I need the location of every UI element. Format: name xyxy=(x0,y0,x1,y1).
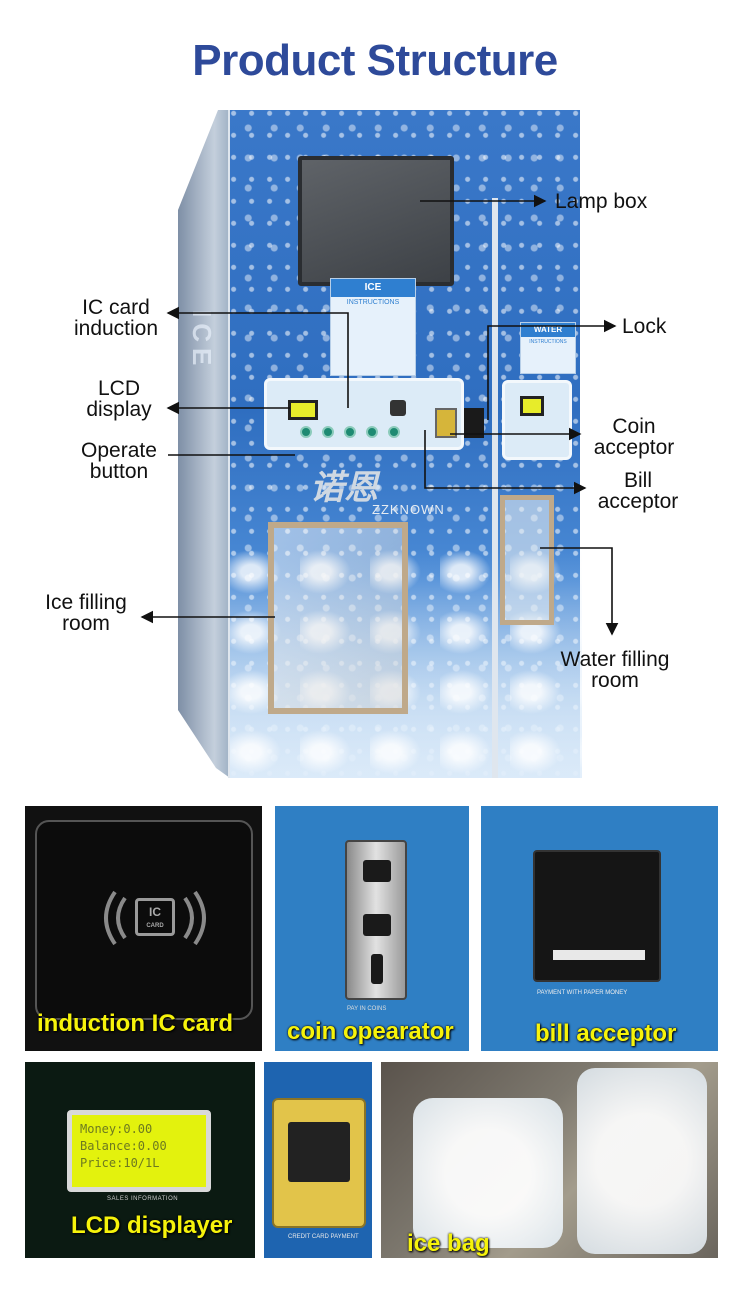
lcd-caption: LCD displayer xyxy=(71,1212,233,1239)
ice-instructions-panel: ICE INSTRUCTIONS xyxy=(330,278,416,376)
bill-arrow xyxy=(424,430,587,495)
coin-acceptor-line2: acceptor xyxy=(593,436,675,459)
ice-filling-line1: Ice filling xyxy=(45,591,127,614)
ic-card-icon: IC CARD xyxy=(135,898,175,936)
ic-card-arrow xyxy=(166,306,349,408)
lcd-displayer-photo: Money:0.00 Balance:0.00 Price:10/1L SALE… xyxy=(25,1062,255,1258)
ice-filling-room[interactable] xyxy=(268,522,408,714)
induction-caption: induction IC card xyxy=(37,1010,234,1037)
coin-lever xyxy=(371,954,383,984)
lamp-box xyxy=(298,156,454,286)
induction-ic-card-photo: IC CARD induction IC card xyxy=(25,806,262,1051)
ice-bag-left xyxy=(413,1098,563,1248)
water-filling-room-label: Water filling room xyxy=(548,649,682,691)
card-reader-window xyxy=(288,1122,350,1182)
ice-bag-right xyxy=(577,1068,707,1254)
card-reader-text: CREDIT CARD PAYMENT xyxy=(288,1234,359,1240)
ic-card-text: IC xyxy=(149,905,161,919)
ic-card-reader[interactable] xyxy=(390,400,406,416)
coin-plate-text: PAY IN COINS xyxy=(347,1006,387,1012)
coin-acceptor-label: Coin acceptor xyxy=(584,416,684,458)
ice-instructions-sub: INSTRUCTIONS xyxy=(346,299,400,306)
machine-front-panel: ICE INSTRUCTIONS WATER INSTRUCTIONS 诺恩 Z… xyxy=(228,110,582,778)
lcd-display-line2: display xyxy=(86,398,152,421)
coin-caption: coin opearator xyxy=(287,1018,454,1045)
page-title: Product Structure xyxy=(192,36,558,85)
water-lcd-display xyxy=(520,396,544,416)
bill-acceptor-line1: Bill xyxy=(623,469,652,492)
bill-slot xyxy=(553,950,645,960)
lcd-display-line1: LCD xyxy=(97,377,140,400)
operate-button-label: Operate button xyxy=(70,440,168,482)
lcd-line-balance: Balance:0.00 xyxy=(80,1139,167,1153)
lcd-line-money: Money:0.00 xyxy=(80,1122,153,1136)
ic-card-induction-line2: induction xyxy=(73,317,159,340)
operate-button[interactable] xyxy=(300,426,312,438)
wireless-icon xyxy=(104,890,206,946)
coin-operator-photo: PAY IN COINS coin opearator xyxy=(275,806,469,1051)
lcd-line-price: Price:10/1L xyxy=(80,1156,160,1170)
vending-machine: ICE ICE INSTRUCTIONS WATER INSTRUCTIONS … xyxy=(178,110,582,778)
water-filling-line1: Water filling xyxy=(560,648,670,671)
water-instructions-sub: INSTRUCTIONS xyxy=(529,339,567,345)
coin-slot xyxy=(363,860,391,882)
operate-button-line2: button xyxy=(89,460,149,483)
bill-caption: bill acceptor xyxy=(535,1020,677,1047)
bill-mechanism xyxy=(533,850,661,982)
card-reader-photo: CREDIT CARD PAYMENT xyxy=(264,1062,372,1258)
ic-card-induction-label: IC card induction xyxy=(66,297,166,339)
water-instructions-panel: WATER INSTRUCTIONS xyxy=(520,322,576,374)
brand-logo-sub: ZZKNOWN xyxy=(372,502,445,517)
ic-card-induction-line1: IC card xyxy=(82,296,150,319)
ice-instructions-header: ICE xyxy=(331,279,415,297)
ic-reader-panel: IC CARD xyxy=(35,820,253,1020)
operate-button-line1: Operate xyxy=(81,439,157,462)
bill-plate-text: PAYMENT WITH PAPER MONEY xyxy=(537,990,628,996)
ic-card-subtext: CARD xyxy=(146,923,164,929)
ice-filling-room-label: Ice filling room xyxy=(30,592,142,634)
sales-information-text: SALES INFORMATION xyxy=(107,1196,179,1202)
coin-return xyxy=(363,914,391,936)
lock-label: Lock xyxy=(622,315,667,338)
ice-filling-line2: room xyxy=(62,612,110,635)
water-control-panel xyxy=(502,380,572,460)
machine-side-text: ICE xyxy=(187,310,217,372)
bill-acceptor-line2: acceptor xyxy=(597,490,679,513)
lock-arrow xyxy=(487,319,617,420)
bill-acceptor[interactable] xyxy=(464,408,484,438)
water-filling-line2: room xyxy=(591,669,639,692)
ice-bag-photo: ice bag xyxy=(381,1062,718,1258)
bill-acceptor-label: Bill acceptor xyxy=(588,470,688,512)
operate-button[interactable] xyxy=(322,426,334,438)
callout-arrows xyxy=(140,194,619,636)
lamp-box-label: Lamp box xyxy=(555,190,648,213)
operate-button[interactable] xyxy=(366,426,378,438)
ice-bag-caption: ice bag xyxy=(407,1230,490,1257)
operate-button[interactable] xyxy=(344,426,356,438)
lcd-screen: Money:0.00 Balance:0.00 Price:10/1L xyxy=(67,1110,211,1192)
brand-logo: 诺恩 xyxy=(310,469,378,507)
coin-acceptor-line1: Coin xyxy=(612,415,656,438)
water-room-arrow xyxy=(540,547,619,636)
bill-acceptor-photo: PAYMENT WITH PAPER MONEY bill acceptor xyxy=(481,806,718,1051)
water-filling-room[interactable] xyxy=(500,495,554,625)
lcd-display-label: LCD display xyxy=(70,378,168,420)
operate-button[interactable] xyxy=(388,426,400,438)
coin-mechanism xyxy=(345,840,407,1000)
coin-acceptor[interactable] xyxy=(435,408,457,438)
ice-lcd-display xyxy=(288,400,318,420)
machine-side-panel xyxy=(178,110,230,778)
card-reader-mechanism xyxy=(272,1098,366,1228)
